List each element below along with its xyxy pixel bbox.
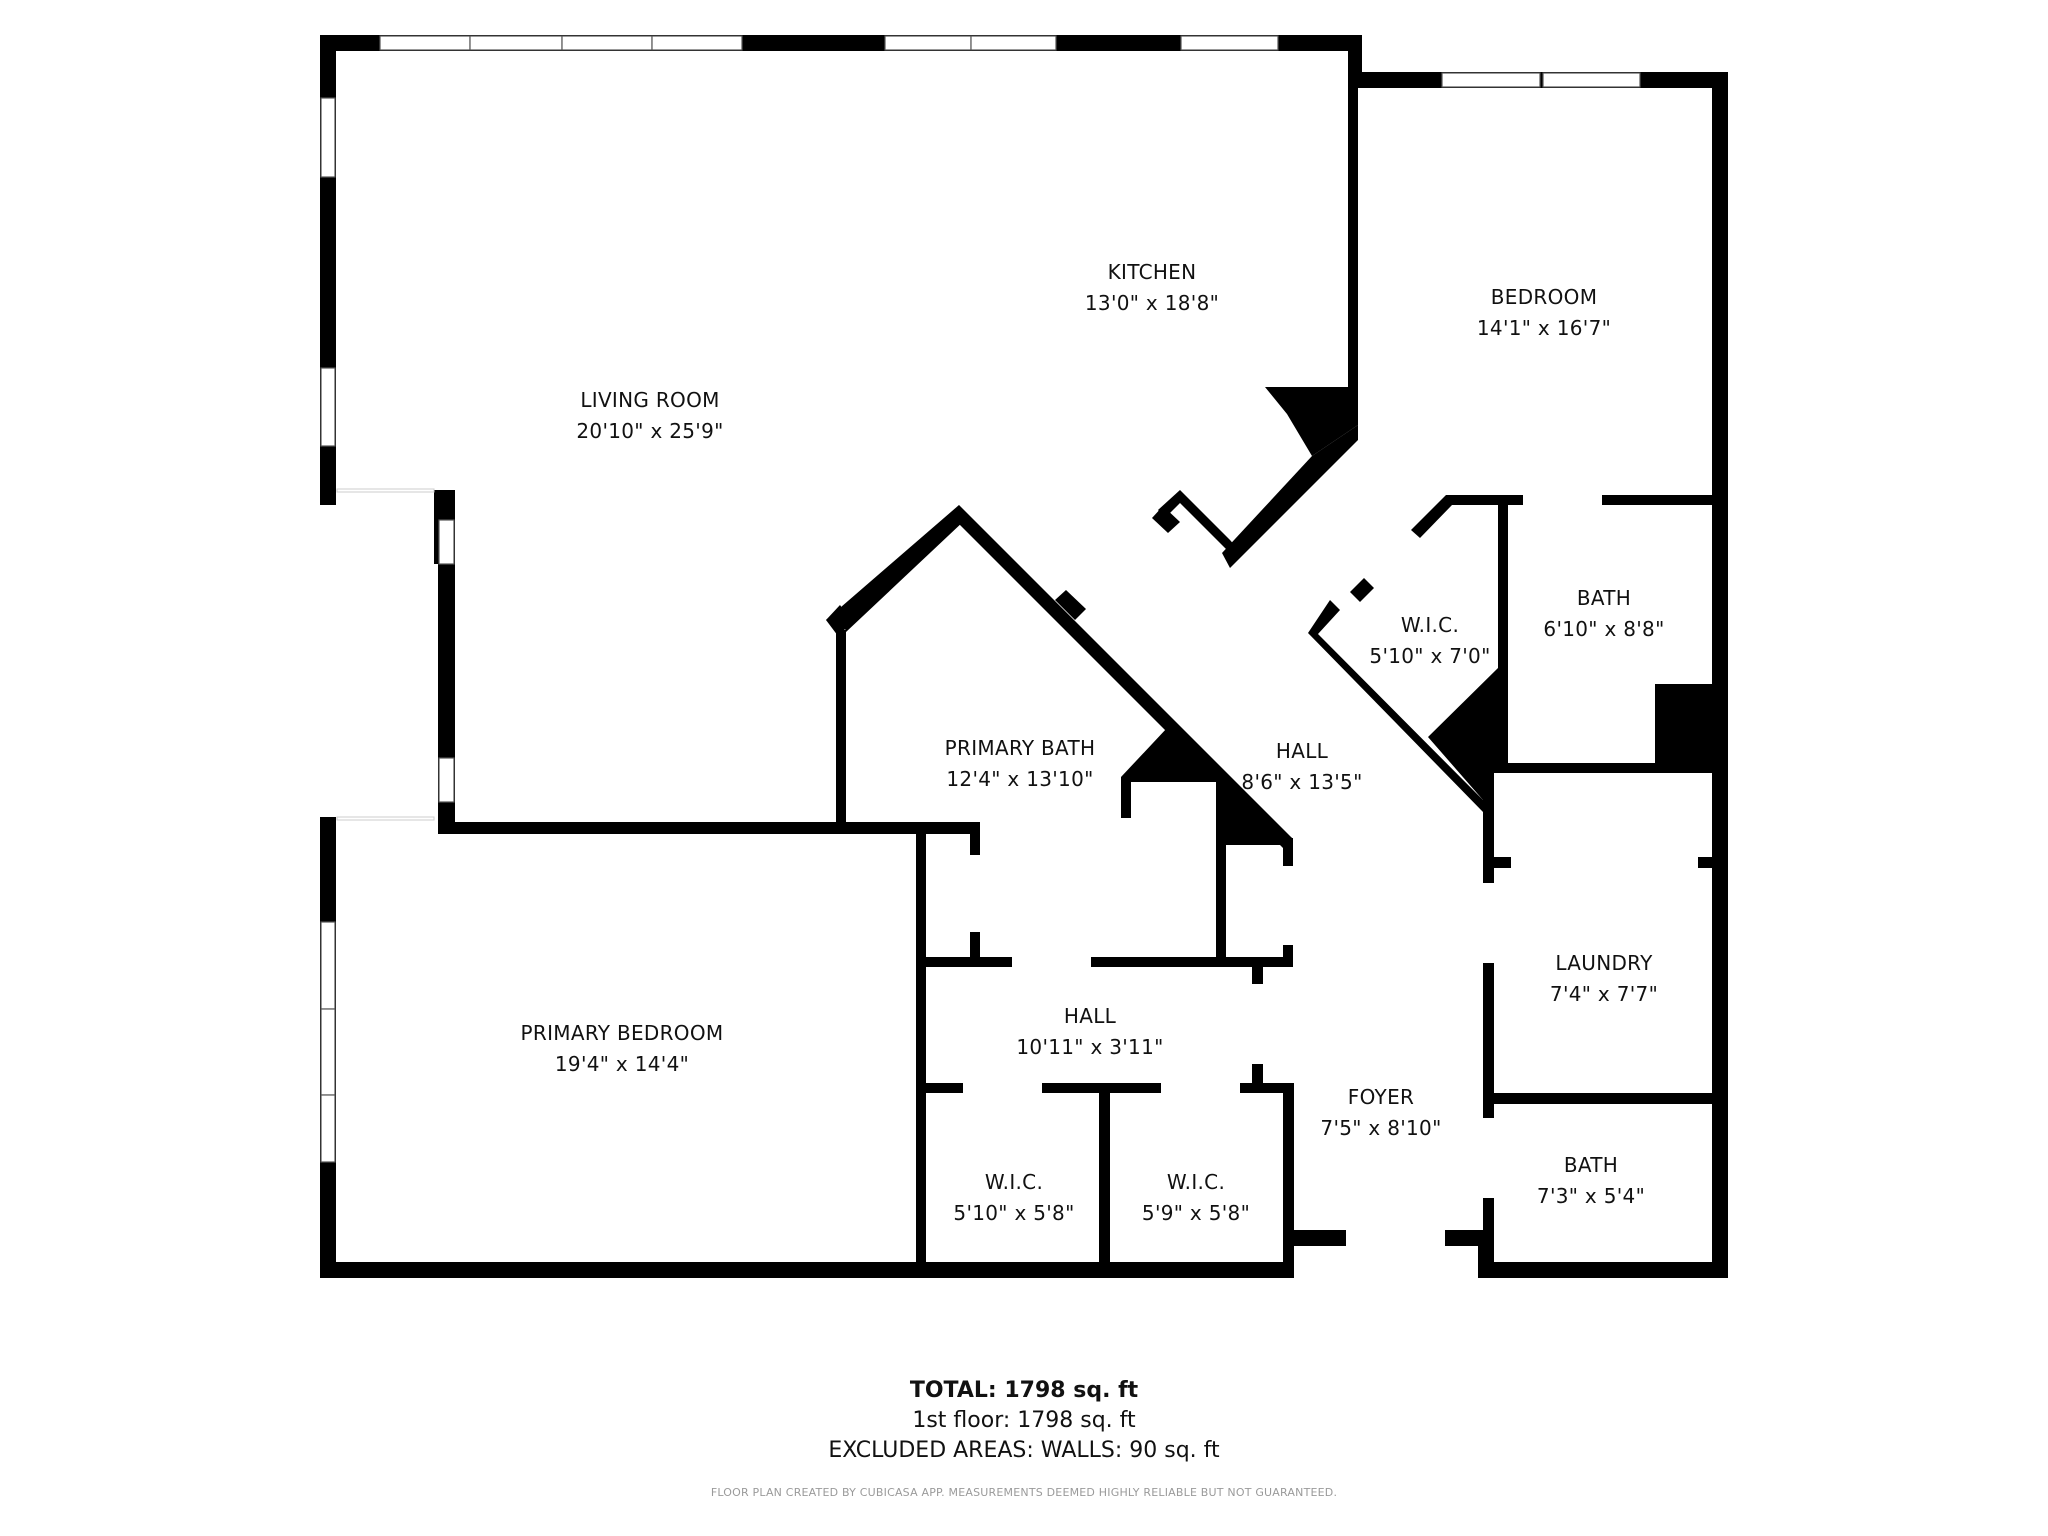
room-dimensions: 20'10" x 25'9" [576, 419, 724, 443]
room-dimensions: 14'1" x 16'7" [1476, 316, 1612, 340]
room-name: BATH [1576, 586, 1632, 610]
room-name: W.I.C. [984, 1170, 1044, 1194]
room-name: W.I.C. [1400, 613, 1460, 637]
room-dimensions: 13'0" x 18'8" [1084, 291, 1220, 315]
room-name: BATH [1563, 1153, 1619, 1177]
room-name: HALL [1063, 1004, 1117, 1028]
total-area: TOTAL: 1798 sq. ft [909, 1378, 1139, 1403]
room-dimensions: 7'5" x 8'10" [1320, 1116, 1442, 1140]
room-dimensions: 5'9" x 5'8" [1141, 1201, 1251, 1225]
room-dimensions: 7'4" x 7'7" [1549, 982, 1659, 1006]
room-dimensions: 19'4" x 14'4" [554, 1052, 690, 1076]
room-dimensions: 5'10" x 7'0" [1369, 644, 1491, 668]
room-dimensions: 12'4" x 13'10" [946, 767, 1094, 791]
disclaimer: FLOOR PLAN CREATED BY CUBICASA APP. MEAS… [710, 1486, 1338, 1499]
room-name: FOYER [1347, 1085, 1415, 1109]
room-dimensions: 6'10" x 8'8" [1543, 617, 1665, 641]
room-name: LIVING ROOM [580, 388, 720, 412]
room-name: HALL [1275, 739, 1329, 763]
room-name: BEDROOM [1490, 285, 1598, 309]
room-name: KITCHEN [1107, 260, 1197, 284]
room-dimensions: 7'3" x 5'4" [1536, 1184, 1646, 1208]
excluded-areas: EXCLUDED AREAS: WALLS: 90 sq. ft [828, 1438, 1220, 1463]
door-openings [336, 488, 435, 821]
room-name: PRIMARY BEDROOM [520, 1021, 724, 1045]
room-name: LAUNDRY [1555, 951, 1653, 975]
room-name: PRIMARY BATH [944, 736, 1096, 760]
room-dimensions: 5'10" x 5'8" [953, 1201, 1075, 1225]
room-dimensions: 10'11" x 3'11" [1016, 1035, 1164, 1059]
room-dimensions: 8'6" x 13'5" [1241, 770, 1363, 794]
floor-area: 1st floor: 1798 sq. ft [912, 1408, 1136, 1433]
walls [320, 35, 1728, 1278]
windows [320, 35, 1641, 1163]
room-name: W.I.C. [1166, 1170, 1226, 1194]
